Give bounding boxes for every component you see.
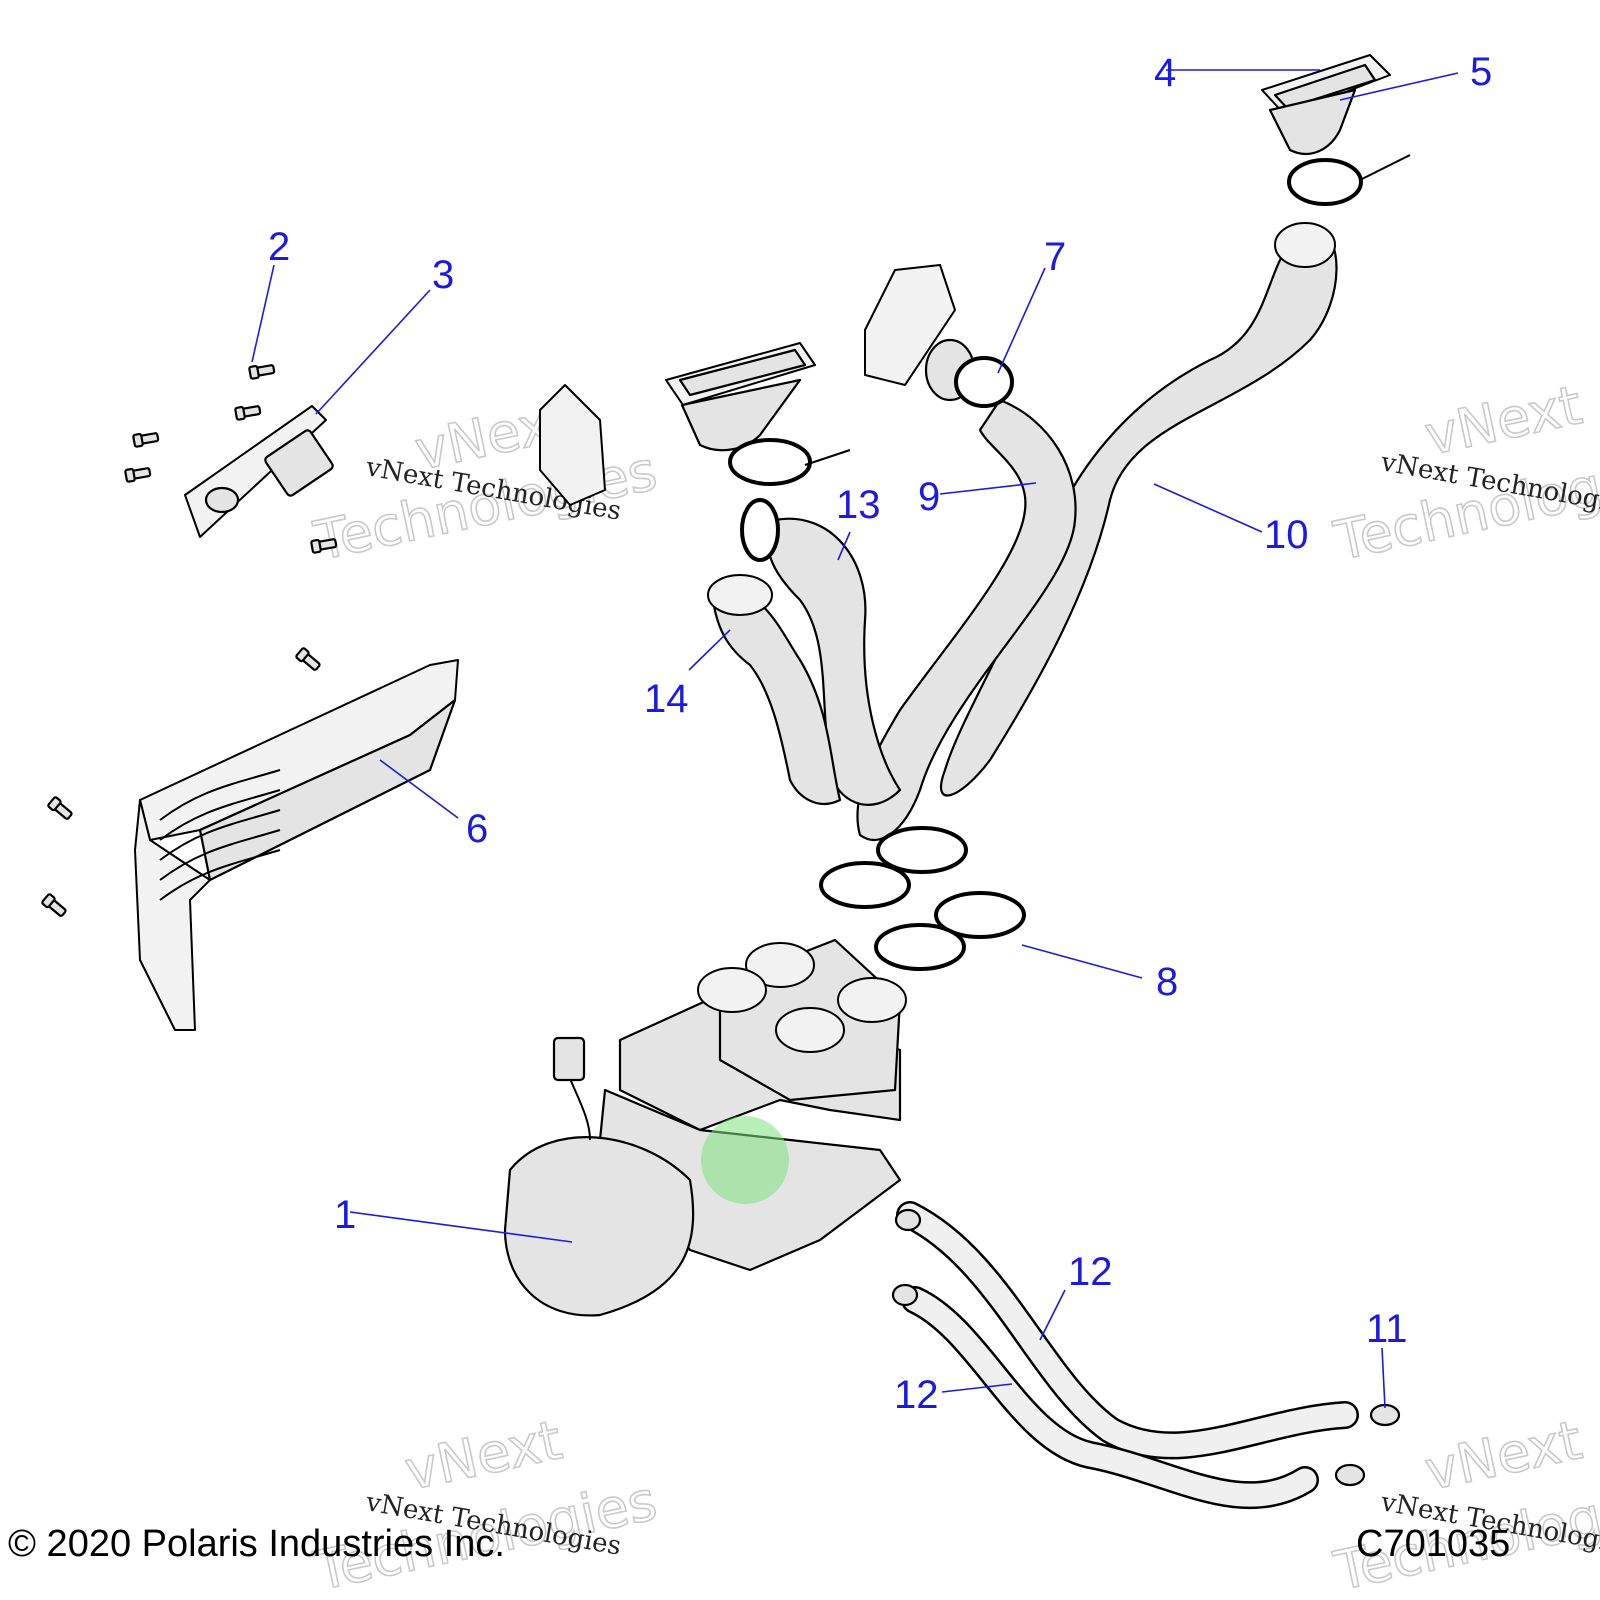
watermark-right: vNext Technologies vNext Technologies [1328, 372, 1600, 573]
heater-assembly [503, 938, 907, 1317]
copyright-text: © 2020 Polaris Industries Inc. [8, 1523, 505, 1565]
svg-text:vNext: vNext [400, 1408, 567, 1502]
callout-3: 3 [432, 253, 454, 297]
callout-7: 7 [1044, 235, 1066, 279]
diagram-code: C701035 [1356, 1523, 1510, 1565]
duct-10 [939, 222, 1338, 797]
callout-11: 11 [1366, 1307, 1408, 1351]
watermark-left: vNext Technologies vNext Technologies [308, 387, 663, 573]
svg-text:vNext: vNext [1420, 373, 1587, 467]
duct-14 [707, 574, 842, 805]
duct-13 [767, 517, 902, 806]
callout-1: 1 [334, 1193, 356, 1237]
svg-text:vNext: vNext [1420, 1408, 1587, 1502]
screws-part-2 [41, 364, 338, 917]
callout-12-lower: 12 [894, 1373, 939, 1417]
callout-8: 8 [1156, 960, 1178, 1004]
access-panel [134, 659, 459, 1031]
leader-lines [251, 69, 1459, 1409]
callout-10: 10 [1264, 513, 1309, 557]
callout-6: 6 [466, 807, 488, 851]
callout-12-upper: 12 [1068, 1250, 1113, 1294]
callout-9: 9 [918, 475, 940, 519]
callout-14: 14 [644, 677, 689, 721]
center-vent-housing [539, 384, 606, 506]
callout-13: 13 [836, 483, 881, 527]
dash-vent-left [665, 342, 816, 452]
dash-vent-right [1261, 54, 1391, 155]
watermark-bottom-left: vNext Technologies vNext Technologies [308, 1407, 663, 1600]
switch-plate [184, 405, 334, 538]
highlight-marker [701, 1116, 789, 1204]
callout-2: 2 [268, 225, 290, 269]
duct-9 [856, 398, 1077, 842]
ring-clamps [728, 154, 1411, 971]
callout-4: 4 [1154, 51, 1176, 95]
watermark-bottom-right: vNext Technologies vNext Technologies [1328, 1407, 1600, 1600]
heater-hoses [891, 1201, 1401, 1510]
callout-5: 5 [1470, 50, 1492, 94]
